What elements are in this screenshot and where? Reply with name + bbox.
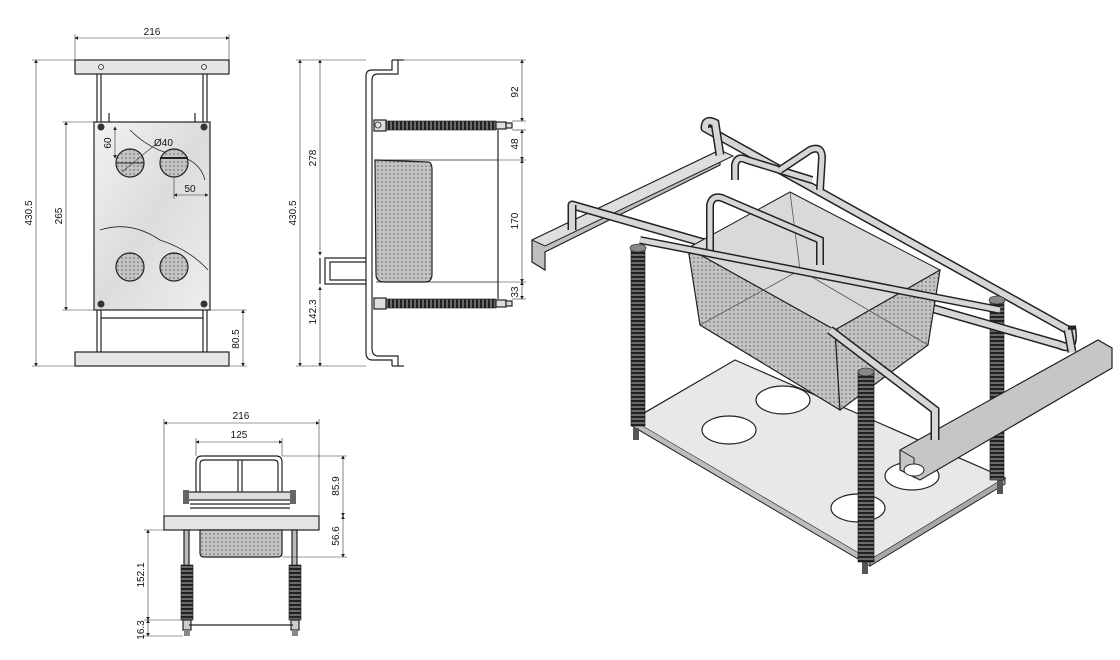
side-height-dim: 430.5 — [288, 200, 299, 225]
end-leg-height-dim: 152.1 — [136, 562, 147, 587]
side-bottom-spring — [385, 298, 497, 309]
end-mid-height-dim: 56.6 — [331, 526, 342, 546]
front-holes — [115, 148, 189, 282]
end-upper-height-dim: 85.9 — [331, 476, 342, 496]
front-leg-offset: 80.5 — [231, 329, 242, 349]
side-top-gap-dim: 92 — [510, 86, 521, 98]
side-spring-gap-dim: 48 — [510, 138, 521, 150]
side-lower-dim: 142.3 — [308, 299, 319, 324]
front-hole-offset-v: 60 — [103, 137, 114, 149]
end-foot-height-dim: 16.3 — [136, 620, 147, 640]
side-upper-dim: 278 — [308, 149, 319, 166]
side-basket-dim: 170 — [510, 212, 521, 229]
end-inner-width-dim: 125 — [231, 430, 248, 441]
front-top-bar — [74, 59, 230, 75]
front-view: 216 430.5 265 60 Ø40 50 80.5 — [24, 27, 247, 367]
front-hole-offset-h: 50 — [184, 184, 196, 195]
isometric-view — [530, 116, 1113, 574]
end-basket — [199, 529, 283, 558]
iso-basket — [686, 144, 942, 412]
front-plate-dim: 265 — [54, 207, 65, 224]
side-bottom-gap-dim: 33 — [510, 286, 521, 298]
iso-spring-rear-left — [630, 247, 646, 427]
side-top-spring — [385, 120, 497, 131]
front-plate — [93, 121, 211, 311]
iso-right-channel — [899, 339, 1113, 481]
end-plate — [163, 515, 320, 531]
end-width-dim: 216 — [233, 411, 250, 422]
front-height-dim: 430.5 — [24, 200, 35, 225]
front-width-dim: 216 — [144, 27, 161, 38]
side-basket — [374, 159, 433, 283]
front-bottom-bar — [74, 351, 230, 367]
front-hole-diameter: Ø40 — [154, 138, 173, 149]
end-view: 216 125 85.9 56.6 152.1 16.3 — [136, 411, 347, 640]
iso-spring-front-left — [857, 371, 875, 563]
side-view: 430.5 278 142.3 92 48 170 33 — [288, 59, 526, 367]
